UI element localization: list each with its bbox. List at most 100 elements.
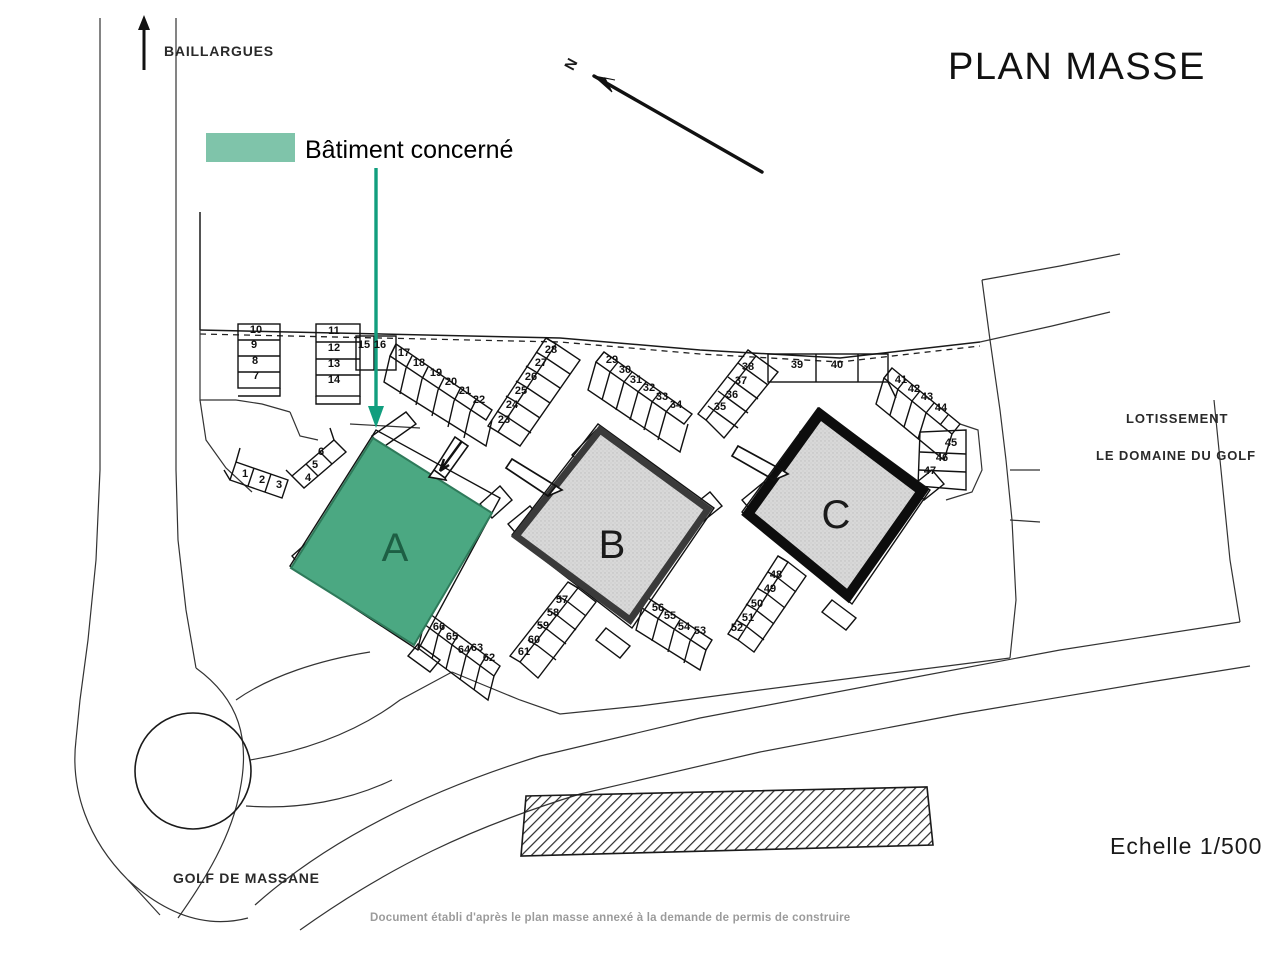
parcel-number: 36	[726, 389, 738, 401]
parcel-number: 46	[936, 452, 948, 464]
building-b-label: B	[599, 523, 626, 567]
parcel-row-23-28	[487, 337, 581, 447]
parcel-number: 55	[664, 610, 676, 622]
legend-leader-arrow	[368, 168, 384, 428]
parcel-number: 59	[537, 620, 549, 632]
parcel-number: 39	[791, 359, 803, 371]
parcel-number: 24	[506, 399, 519, 411]
building-a-label: A	[382, 526, 409, 570]
parcel-number: 49	[764, 583, 776, 595]
parcel-number: 28	[545, 344, 557, 356]
parcel-number: 13	[328, 358, 340, 370]
parcel-number: 16	[374, 339, 386, 351]
footer-note: Document établi d'après le plan masse an…	[370, 912, 851, 924]
parcel-row-41-44	[875, 367, 961, 462]
parcel-number: 27	[535, 357, 547, 369]
parcel-number: 1	[242, 468, 248, 480]
page-title: PLAN MASSE	[948, 46, 1206, 88]
parcel-row-35-38	[697, 349, 780, 440]
parcel-number: 3	[276, 479, 282, 491]
building-b[interactable]: B	[507, 423, 724, 659]
parcel-row-29-34	[587, 351, 694, 454]
parcel-number: 32	[643, 382, 655, 394]
parcel-number: 50	[751, 598, 763, 610]
parcel-number: 21	[459, 385, 471, 397]
golf-de-massane-label: GOLF DE MASSANE	[173, 870, 320, 886]
building-c[interactable]: C	[741, 406, 946, 631]
parcel-number: 37	[735, 375, 747, 387]
baillargues-label: BAILLARGUES	[164, 43, 274, 59]
parcel-number: 60	[528, 634, 540, 646]
parcel-number: 33	[656, 391, 668, 403]
parcel-number: 17	[398, 347, 410, 359]
parcel-number: 9	[251, 339, 257, 351]
parcel-number: 57	[556, 594, 568, 606]
parcel-number: 19	[430, 367, 442, 379]
parcel-number: 15	[358, 339, 370, 351]
domaine-du-golf-label: LE DOMAINE DU GOLF	[1096, 448, 1256, 463]
building-a-footprint[interactable]	[289, 436, 494, 647]
parcel-number: 42	[908, 383, 920, 395]
parcel-number: 47	[924, 465, 936, 477]
north-arrow-icon	[592, 74, 764, 174]
building-c-footprint[interactable]	[741, 406, 929, 604]
parcel-number: 48	[770, 569, 782, 581]
baillargues-arrow-icon	[138, 15, 150, 70]
parcel-number: 52	[731, 622, 743, 634]
parcel-number: 29	[606, 354, 618, 366]
parcel-number: 34	[670, 399, 683, 411]
parcel-number: 56	[652, 602, 664, 614]
parcel-number: 54	[678, 621, 691, 633]
parcel-number: 41	[895, 374, 907, 386]
parcel-number: 43	[921, 391, 933, 403]
building-a[interactable]: A	[289, 411, 513, 673]
legend-color-swatch	[206, 133, 295, 162]
legend-label: Bâtiment concerné	[305, 136, 514, 164]
parcel-number: 62	[483, 652, 495, 664]
parcel-number: 25	[515, 385, 527, 397]
parcel-number: 4	[305, 472, 312, 484]
parcel-number: 31	[630, 374, 642, 386]
parcel-number: 10	[250, 324, 262, 336]
parcel-number: 2	[259, 474, 265, 486]
parcel-number: 40	[831, 359, 843, 371]
pointer-arrow-c	[730, 444, 790, 482]
parcel-number: 53	[694, 625, 706, 637]
parcel-number: 38	[742, 361, 754, 373]
parcel-number: 64	[458, 644, 471, 656]
parcel-number: 51	[742, 612, 754, 624]
parcel-number: 20	[445, 376, 457, 388]
building-b-footprint[interactable]	[511, 425, 713, 625]
parcel-number: 11	[328, 325, 340, 337]
parcel-number: 23	[498, 414, 510, 426]
parcel-cluster-1-6	[223, 427, 348, 499]
hatched-area	[520, 786, 934, 857]
parcel-number: 63	[471, 642, 483, 654]
parcel-row-17-22	[383, 342, 493, 448]
road-network	[74, 18, 1251, 931]
parcel-number: 7	[253, 370, 259, 382]
parcel-number: 6	[318, 446, 324, 458]
parcel-number: 12	[328, 342, 340, 354]
pointer-arrow-b	[504, 457, 564, 498]
parcel-number: 18	[413, 357, 425, 369]
lotissement-label: LOTISSEMENT	[1126, 411, 1229, 426]
parcel-number: 14	[328, 374, 341, 386]
parcel-number: 45	[945, 437, 957, 449]
parcel-row-39-40	[767, 353, 897, 399]
pointer-arrow-a	[427, 435, 470, 482]
parcel-number: 61	[518, 646, 530, 658]
parcel-number: 26	[525, 371, 537, 383]
parcel-number: 35	[714, 401, 726, 413]
scale-label: Echelle 1/500	[1110, 833, 1263, 859]
parcel-number: 66	[433, 621, 445, 633]
parcel-number: 8	[252, 355, 258, 367]
parcel-number: 5	[312, 459, 318, 471]
parcel-number: 58	[547, 607, 559, 619]
parcel-number: 30	[619, 364, 631, 376]
parcel-number: 22	[473, 394, 485, 406]
parcel-number: 65	[446, 631, 458, 643]
